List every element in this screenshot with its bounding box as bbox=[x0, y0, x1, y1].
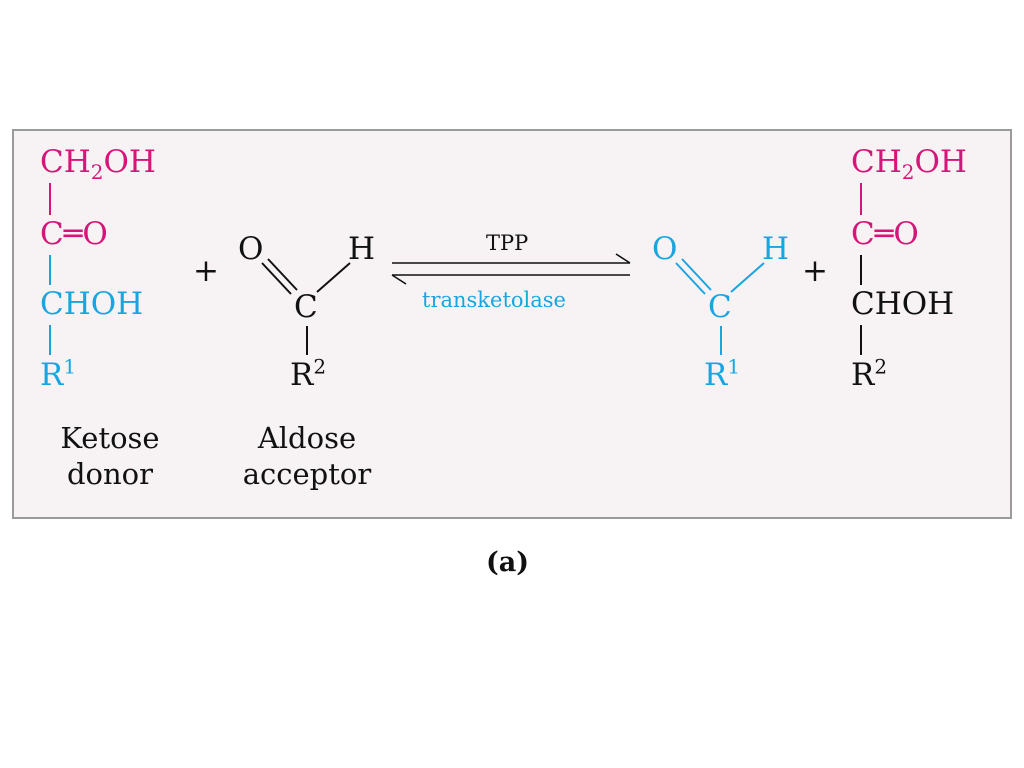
aldose-carbon: C bbox=[294, 289, 318, 325]
product-co-bond-a bbox=[675, 262, 706, 295]
product-ketose-choh: CHOH bbox=[851, 286, 955, 322]
forward-arrow-head bbox=[615, 253, 631, 264]
product-aldehyde-carbon: C bbox=[708, 289, 732, 325]
ketose-label: Ketose donor bbox=[60, 421, 160, 491]
plus-sign-2: + bbox=[802, 253, 828, 289]
reaction-panel bbox=[12, 129, 1012, 519]
ketose-ch2oh: CH2OH bbox=[40, 144, 156, 185]
cofactor-label: TPP bbox=[486, 231, 529, 255]
figure-caption: (a) bbox=[486, 547, 530, 578]
product-co-bond-b bbox=[681, 258, 712, 291]
aldose-hydrogen: H bbox=[348, 231, 376, 267]
aldose-label: Aldose acceptor bbox=[242, 421, 372, 491]
reverse-arrow-head bbox=[391, 274, 407, 285]
plus-sign-1: + bbox=[193, 253, 219, 289]
aldose-oxygen: O bbox=[238, 231, 264, 267]
aldose-r2: R2 bbox=[290, 354, 327, 393]
aldose-ch-bond bbox=[316, 262, 351, 293]
aldose-co-bond-a bbox=[261, 262, 292, 295]
product-ch-bond bbox=[730, 262, 765, 293]
product-aldehyde-oxygen: O bbox=[652, 231, 678, 267]
product-ketose-carbonyl: C═O bbox=[851, 216, 919, 252]
aldose-co-bond-b bbox=[267, 258, 298, 291]
ketose-carbonyl: C═O bbox=[40, 216, 108, 252]
enzyme-label: transketolase bbox=[422, 288, 566, 312]
product-aldehyde-hydrogen: H bbox=[762, 231, 790, 267]
product-aldehyde-r1: R1 bbox=[704, 354, 741, 393]
product-ketose-r2: R2 bbox=[851, 354, 888, 393]
product-ketose-ch2oh: CH2OH bbox=[851, 144, 967, 185]
ketose-r1: R1 bbox=[40, 354, 77, 393]
ketose-choh: CHOH bbox=[40, 286, 144, 322]
